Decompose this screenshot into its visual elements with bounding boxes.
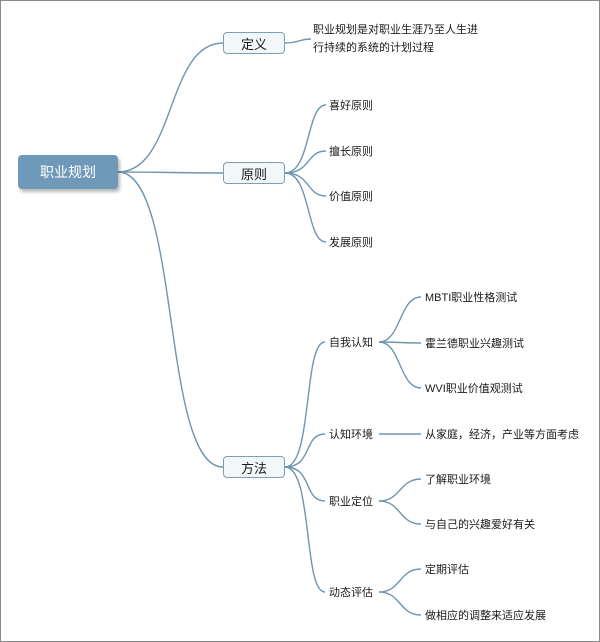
link-pos-2 bbox=[378, 500, 422, 525]
method-positioning[interactable]: 职业定位 bbox=[329, 496, 373, 508]
root-node[interactable]: 职业规划 bbox=[18, 155, 118, 189]
self-cognition-item[interactable]: 霍兰德职业兴趣测试 bbox=[425, 338, 524, 350]
positioning-item[interactable]: 了解职业环境 bbox=[425, 474, 491, 486]
link-root-principles bbox=[117, 171, 224, 174]
link-method-4 bbox=[284, 466, 326, 593]
branch-principles[interactable]: 原则 bbox=[223, 162, 285, 184]
self-cognition-item[interactable]: WVI职业价值观测试 bbox=[425, 383, 523, 395]
link-principle-1 bbox=[284, 104, 327, 174]
link-method-1 bbox=[284, 341, 326, 468]
link-root-definition bbox=[117, 42, 224, 173]
link-method-2 bbox=[284, 433, 326, 468]
principle-item[interactable]: 擅长原则 bbox=[329, 146, 373, 158]
link-method-3 bbox=[284, 466, 326, 502]
principle-item[interactable]: 发展原则 bbox=[329, 237, 373, 249]
evaluation-item[interactable]: 定期评估 bbox=[425, 564, 469, 576]
environment-item[interactable]: 从家庭，经济，产业等方面考虑 bbox=[425, 429, 579, 441]
link-self-1 bbox=[378, 296, 422, 343]
method-self-cognition[interactable]: 自我认知 bbox=[329, 337, 373, 349]
positioning-item[interactable]: 与自己的兴趣爱好有关 bbox=[425, 519, 535, 531]
branch-methods[interactable]: 方法 bbox=[223, 456, 285, 478]
self-cognition-item[interactable]: MBTI职业性格测试 bbox=[425, 292, 518, 304]
link-self-3 bbox=[378, 341, 422, 389]
link-eval-2 bbox=[378, 591, 422, 616]
principle-item[interactable]: 喜好原则 bbox=[329, 100, 373, 112]
definition-text: 职业规划是对职业生涯乃至人生进行持续的系统的计划过程 bbox=[313, 24, 478, 54]
link-eval-1 bbox=[378, 568, 422, 593]
link-principle-3 bbox=[284, 172, 327, 197]
branch-definition[interactable]: 定义 bbox=[223, 32, 285, 54]
link-definition-text bbox=[284, 38, 312, 44]
evaluation-item[interactable]: 做相应的调整来适应发展 bbox=[425, 610, 546, 622]
principle-item[interactable]: 价值原则 bbox=[329, 191, 373, 203]
link-root-methods bbox=[117, 171, 224, 468]
link-principle-2 bbox=[284, 150, 327, 174]
link-self-2 bbox=[378, 341, 422, 344]
method-evaluation[interactable]: 动态评估 bbox=[329, 587, 373, 599]
method-environment[interactable]: 认知环境 bbox=[329, 429, 373, 441]
link-principle-4 bbox=[284, 172, 327, 243]
link-pos-1 bbox=[378, 478, 422, 502]
